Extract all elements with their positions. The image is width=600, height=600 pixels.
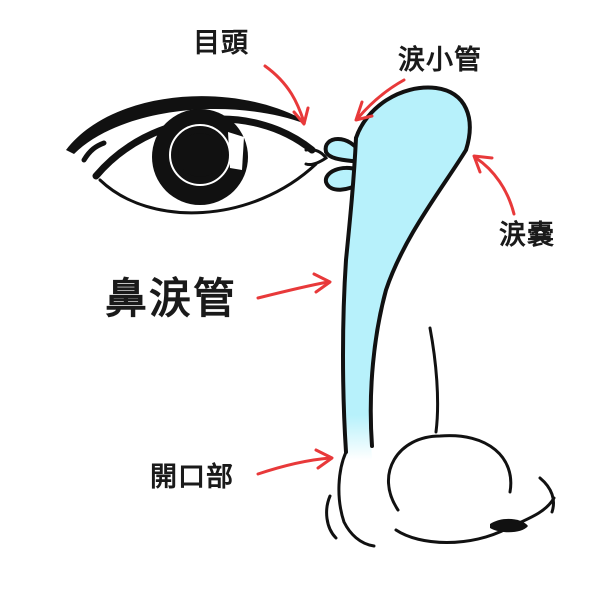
arrow-icon-duct	[256, 272, 332, 300]
nose-tip	[387, 434, 513, 512]
nasolacrimal-duct-fill	[343, 87, 470, 460]
arrow-icon-canaliculus	[354, 78, 406, 122]
eye-highlight	[228, 132, 244, 170]
label-lacrimal-sac: 涙嚢	[499, 220, 555, 251]
arrow-icon-lacrimal-sac	[472, 154, 516, 216]
eye-icon	[66, 96, 329, 215]
pupil	[178, 133, 222, 177]
lacrimal-canaliculus-lower	[323, 165, 360, 192]
inner-corner	[304, 148, 329, 166]
nose-ala-inner	[325, 494, 338, 540]
nose-right-wing	[538, 476, 555, 514]
label-nasolacrimal-duct: 鼻涙管	[105, 274, 238, 323]
arrow-icon-inner-corner	[263, 64, 310, 126]
lacrimal-canaliculus-upper	[323, 137, 364, 164]
lacrimal-system	[323, 85, 472, 460]
nose-icon	[325, 326, 556, 548]
label-inner-corner: 目頭	[193, 28, 249, 59]
label-lacrimal-canaliculus: 涙小管	[398, 45, 482, 76]
nose-bridge	[428, 326, 440, 434]
duct-left-contour	[341, 136, 358, 454]
eyelid-crease	[66, 96, 306, 154]
arrow-icon-opening	[256, 448, 334, 476]
lower-eye-contour	[98, 162, 318, 215]
nostril	[490, 518, 528, 533]
nose-base	[394, 496, 556, 544]
duct-right-contour	[354, 85, 472, 448]
label-opening: 開口部	[150, 462, 234, 493]
nose-ala	[337, 450, 376, 548]
arrows	[256, 64, 516, 476]
eyelash-line	[81, 140, 107, 163]
